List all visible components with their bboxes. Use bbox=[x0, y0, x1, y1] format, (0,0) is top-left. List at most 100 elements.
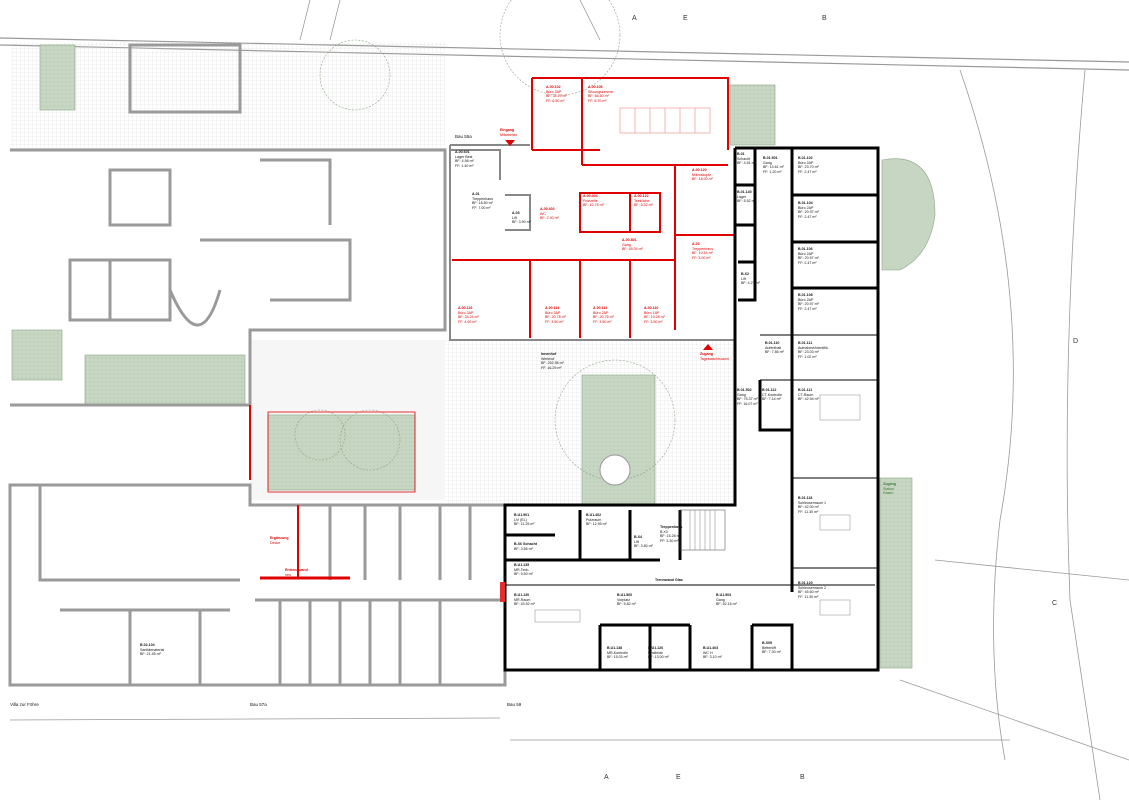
room-label-line: FF: 3.30 m² bbox=[660, 538, 679, 543]
room-label-line: BF: 5.52 m² bbox=[634, 203, 653, 208]
room-label-line: Zugang bbox=[883, 482, 896, 486]
room-label-line: Eingang bbox=[500, 128, 515, 132]
room-label-line: BF: 20.97 m² bbox=[798, 302, 819, 307]
room-label-line: FF: 16.29 m² bbox=[541, 365, 562, 370]
room-label-line: B.U1.901 bbox=[514, 513, 530, 517]
room-label-line: A.00.116 bbox=[458, 306, 473, 310]
room-label-line: BF: 7.30 m² bbox=[762, 650, 781, 655]
room-label-line: Treppenhaus bbox=[472, 196, 494, 201]
room-label-line: Sanitärmaterial bbox=[140, 647, 165, 652]
section-marker-a-bottom: A bbox=[604, 774, 609, 781]
room-label-line: BF: 21.45 m² bbox=[140, 652, 161, 657]
room-label-line: A.00.106 bbox=[588, 85, 603, 89]
building-label-villa: Villa zur Föhre bbox=[10, 702, 39, 707]
room-label-line: BF: 5.52 m² bbox=[737, 199, 756, 204]
room-label-line: B.U1.403 bbox=[703, 646, 719, 650]
room-label-line: BF: 45.04 m² bbox=[622, 247, 643, 252]
room-label-line: FF: 5.70 m² bbox=[588, 98, 607, 103]
room-label-line: BF: 52.16 m² bbox=[716, 602, 737, 607]
room-label-line: FF: 2.47 m² bbox=[798, 169, 817, 174]
room-label-line: Schleusenraum 2 bbox=[798, 585, 826, 590]
room-label-line: Lift bbox=[512, 215, 517, 220]
room-label-line: Aufenthalt bbox=[765, 345, 782, 350]
room-label-line: B.01.502 bbox=[737, 388, 752, 392]
room-label-line: BF: 20.78 m² bbox=[545, 315, 566, 320]
room-label-line: Station bbox=[883, 486, 895, 491]
room-label-line: Büro 3AP bbox=[546, 89, 562, 94]
room-label-line: B.U1.130 bbox=[514, 593, 530, 597]
room-label-line: Tageswachtsraum bbox=[700, 356, 729, 361]
room-label-line: B.01.112 bbox=[762, 388, 777, 392]
room-label-line: B.01.140 bbox=[737, 190, 752, 194]
room-label-line: FF: 1.20 m² bbox=[763, 169, 782, 174]
room-label-line: CT-Kontrolle bbox=[762, 392, 782, 397]
room-label-line: FF: 2.47 m² bbox=[798, 260, 817, 265]
room-label-line: Ergänzung bbox=[270, 536, 289, 540]
room-label-line: Mikroskopie bbox=[692, 172, 712, 177]
room-label-line: Gang bbox=[622, 242, 631, 247]
section-marker-b-top: B bbox=[822, 15, 827, 22]
section-marker-e-bottom: E bbox=[676, 774, 681, 781]
room-label-line: Gang bbox=[716, 597, 725, 602]
room-label-line: FF: 2.47 m² bbox=[798, 214, 817, 219]
room-label-line: B.01.120 bbox=[798, 581, 813, 585]
room-label-line: BF: 4.56 m² bbox=[455, 159, 474, 164]
room-label-line: B.01.501 bbox=[763, 156, 778, 160]
room-label-line: BF: 15.03 m² bbox=[607, 655, 628, 660]
room-label-line: MR-Raum bbox=[514, 597, 531, 602]
room-label-line: Vorplatz bbox=[617, 597, 630, 602]
room-label-line: BF: 43.52 m² bbox=[514, 602, 535, 607]
room-label-line: Lift bbox=[741, 276, 746, 281]
room-label-line: B.01.102 bbox=[798, 156, 813, 160]
room-label-line: B.X3 bbox=[660, 529, 668, 534]
room-label-line: Treppenhaus bbox=[660, 525, 683, 529]
room-label-line: BF: 42.00 m² bbox=[798, 505, 819, 510]
room-label-line: A.00.402 bbox=[540, 207, 555, 211]
room-label-line: BF: 23.03 m² bbox=[798, 350, 819, 355]
room-label-line: B.U1.500 bbox=[617, 593, 633, 597]
room-label-line: Bettenlift bbox=[762, 645, 776, 650]
room-label-line: BF: 5.82 m² bbox=[617, 602, 636, 607]
section-marker-e-top: E bbox=[683, 15, 688, 22]
room-label-line: FF: 4.90 m² bbox=[458, 319, 477, 324]
conference-table bbox=[619, 107, 711, 134]
room-label-line: Schacht bbox=[737, 156, 750, 161]
room-label-line: Postzelle bbox=[583, 198, 598, 203]
room-label-line: Büro 2AP bbox=[798, 297, 814, 302]
room-label-line: FF: 3.00 m² bbox=[692, 255, 711, 260]
room-label-line: BF: 45.60 m² bbox=[798, 590, 819, 595]
room-label-line: A.00.120 bbox=[692, 168, 707, 172]
room-label-line: Büro 2AP bbox=[593, 310, 609, 315]
room-label-line: BF: 20.76 m² bbox=[593, 315, 614, 320]
room-label-line: B.U1.135 bbox=[514, 563, 530, 567]
room-label-line: Umkleide bbox=[648, 650, 663, 655]
room-label-line: B.01.111 bbox=[798, 388, 813, 392]
room-label-line: A.00.122 bbox=[634, 194, 649, 198]
room-label-line: BF: 66.60 m² bbox=[588, 94, 609, 99]
room-label-line: A.00.801 bbox=[622, 238, 637, 242]
room-label-line: Büro 2AP bbox=[798, 160, 814, 165]
room-label-line: Gang bbox=[763, 160, 772, 165]
room-label-line: BF: 7.86 m² bbox=[765, 350, 784, 355]
